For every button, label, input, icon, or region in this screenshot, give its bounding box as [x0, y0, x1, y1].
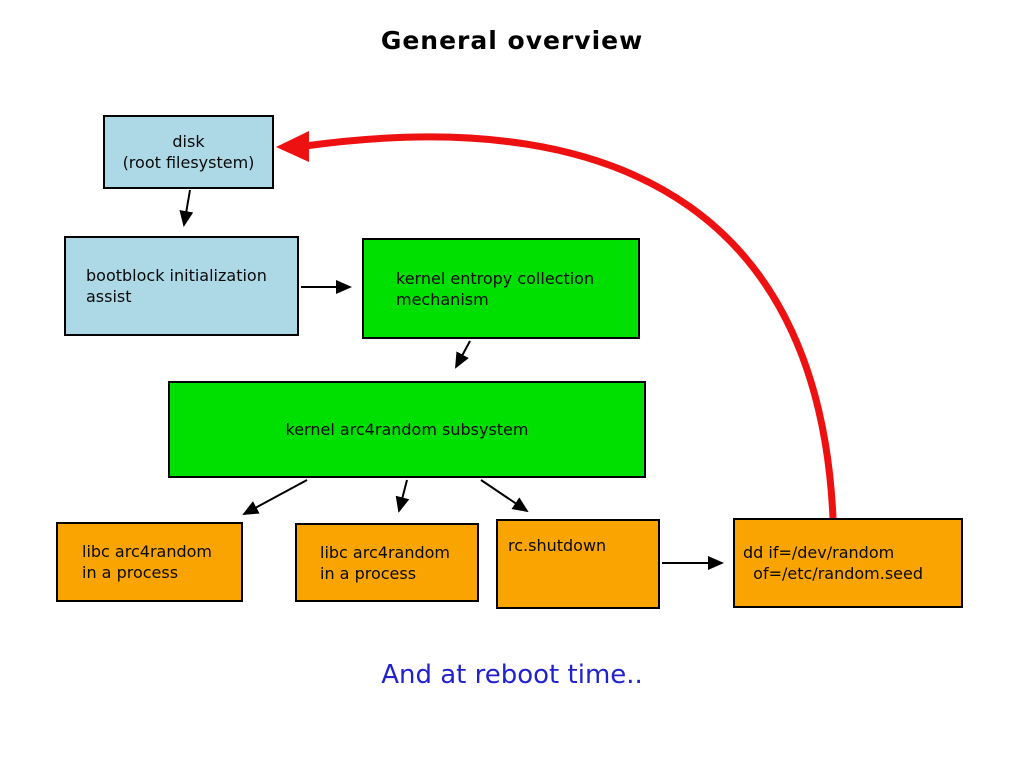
node-dd-label: dd if=/dev/random of=/etc/random.seed	[743, 543, 924, 583]
node-dd-random-seed: dd if=/dev/random of=/etc/random.seed	[733, 518, 963, 608]
edge-arc4random-libc1	[242, 479, 308, 515]
node-rcshutdown-label: rc.shutdown	[508, 536, 607, 555]
node-kernel-arc4random-subsystem: kernel arc4random subsystem	[168, 381, 646, 478]
edge-arc4random-rcshutdown	[480, 479, 529, 513]
page-title: General overview	[380, 26, 644, 55]
edge-disk-bootblock	[179, 189, 194, 227]
edge-arc4random-libc2	[395, 479, 410, 513]
node-bootblock-label: bootblock initialization assist	[86, 266, 267, 306]
node-libc2-label: libc arc4random in a process	[320, 542, 450, 583]
node-rc-shutdown: rc.shutdown	[496, 519, 660, 609]
node-libc-arc4random-2: libc arc4random in a process	[295, 523, 479, 602]
node-kernel-entropy-collection: kernel entropy collection mechanism	[362, 238, 640, 339]
red-arrowhead-icon	[276, 131, 309, 162]
node-disk-label: disk (root filesystem)	[122, 132, 255, 172]
node-arc4random-label: kernel arc4random subsystem	[285, 420, 529, 439]
edge-entropy-arc4random	[455, 340, 471, 369]
node-disk: disk (root filesystem)	[103, 115, 274, 189]
node-bootblock-initialization-assist: bootblock initialization assist	[64, 236, 299, 336]
node-libc1-label: libc arc4random in a process	[82, 542, 212, 582]
node-libc-arc4random-1: libc arc4random in a process	[56, 522, 243, 602]
footer-note: And at reboot time..	[381, 660, 643, 690]
node-entropy-label: kernel entropy collection mechanism	[396, 268, 595, 309]
